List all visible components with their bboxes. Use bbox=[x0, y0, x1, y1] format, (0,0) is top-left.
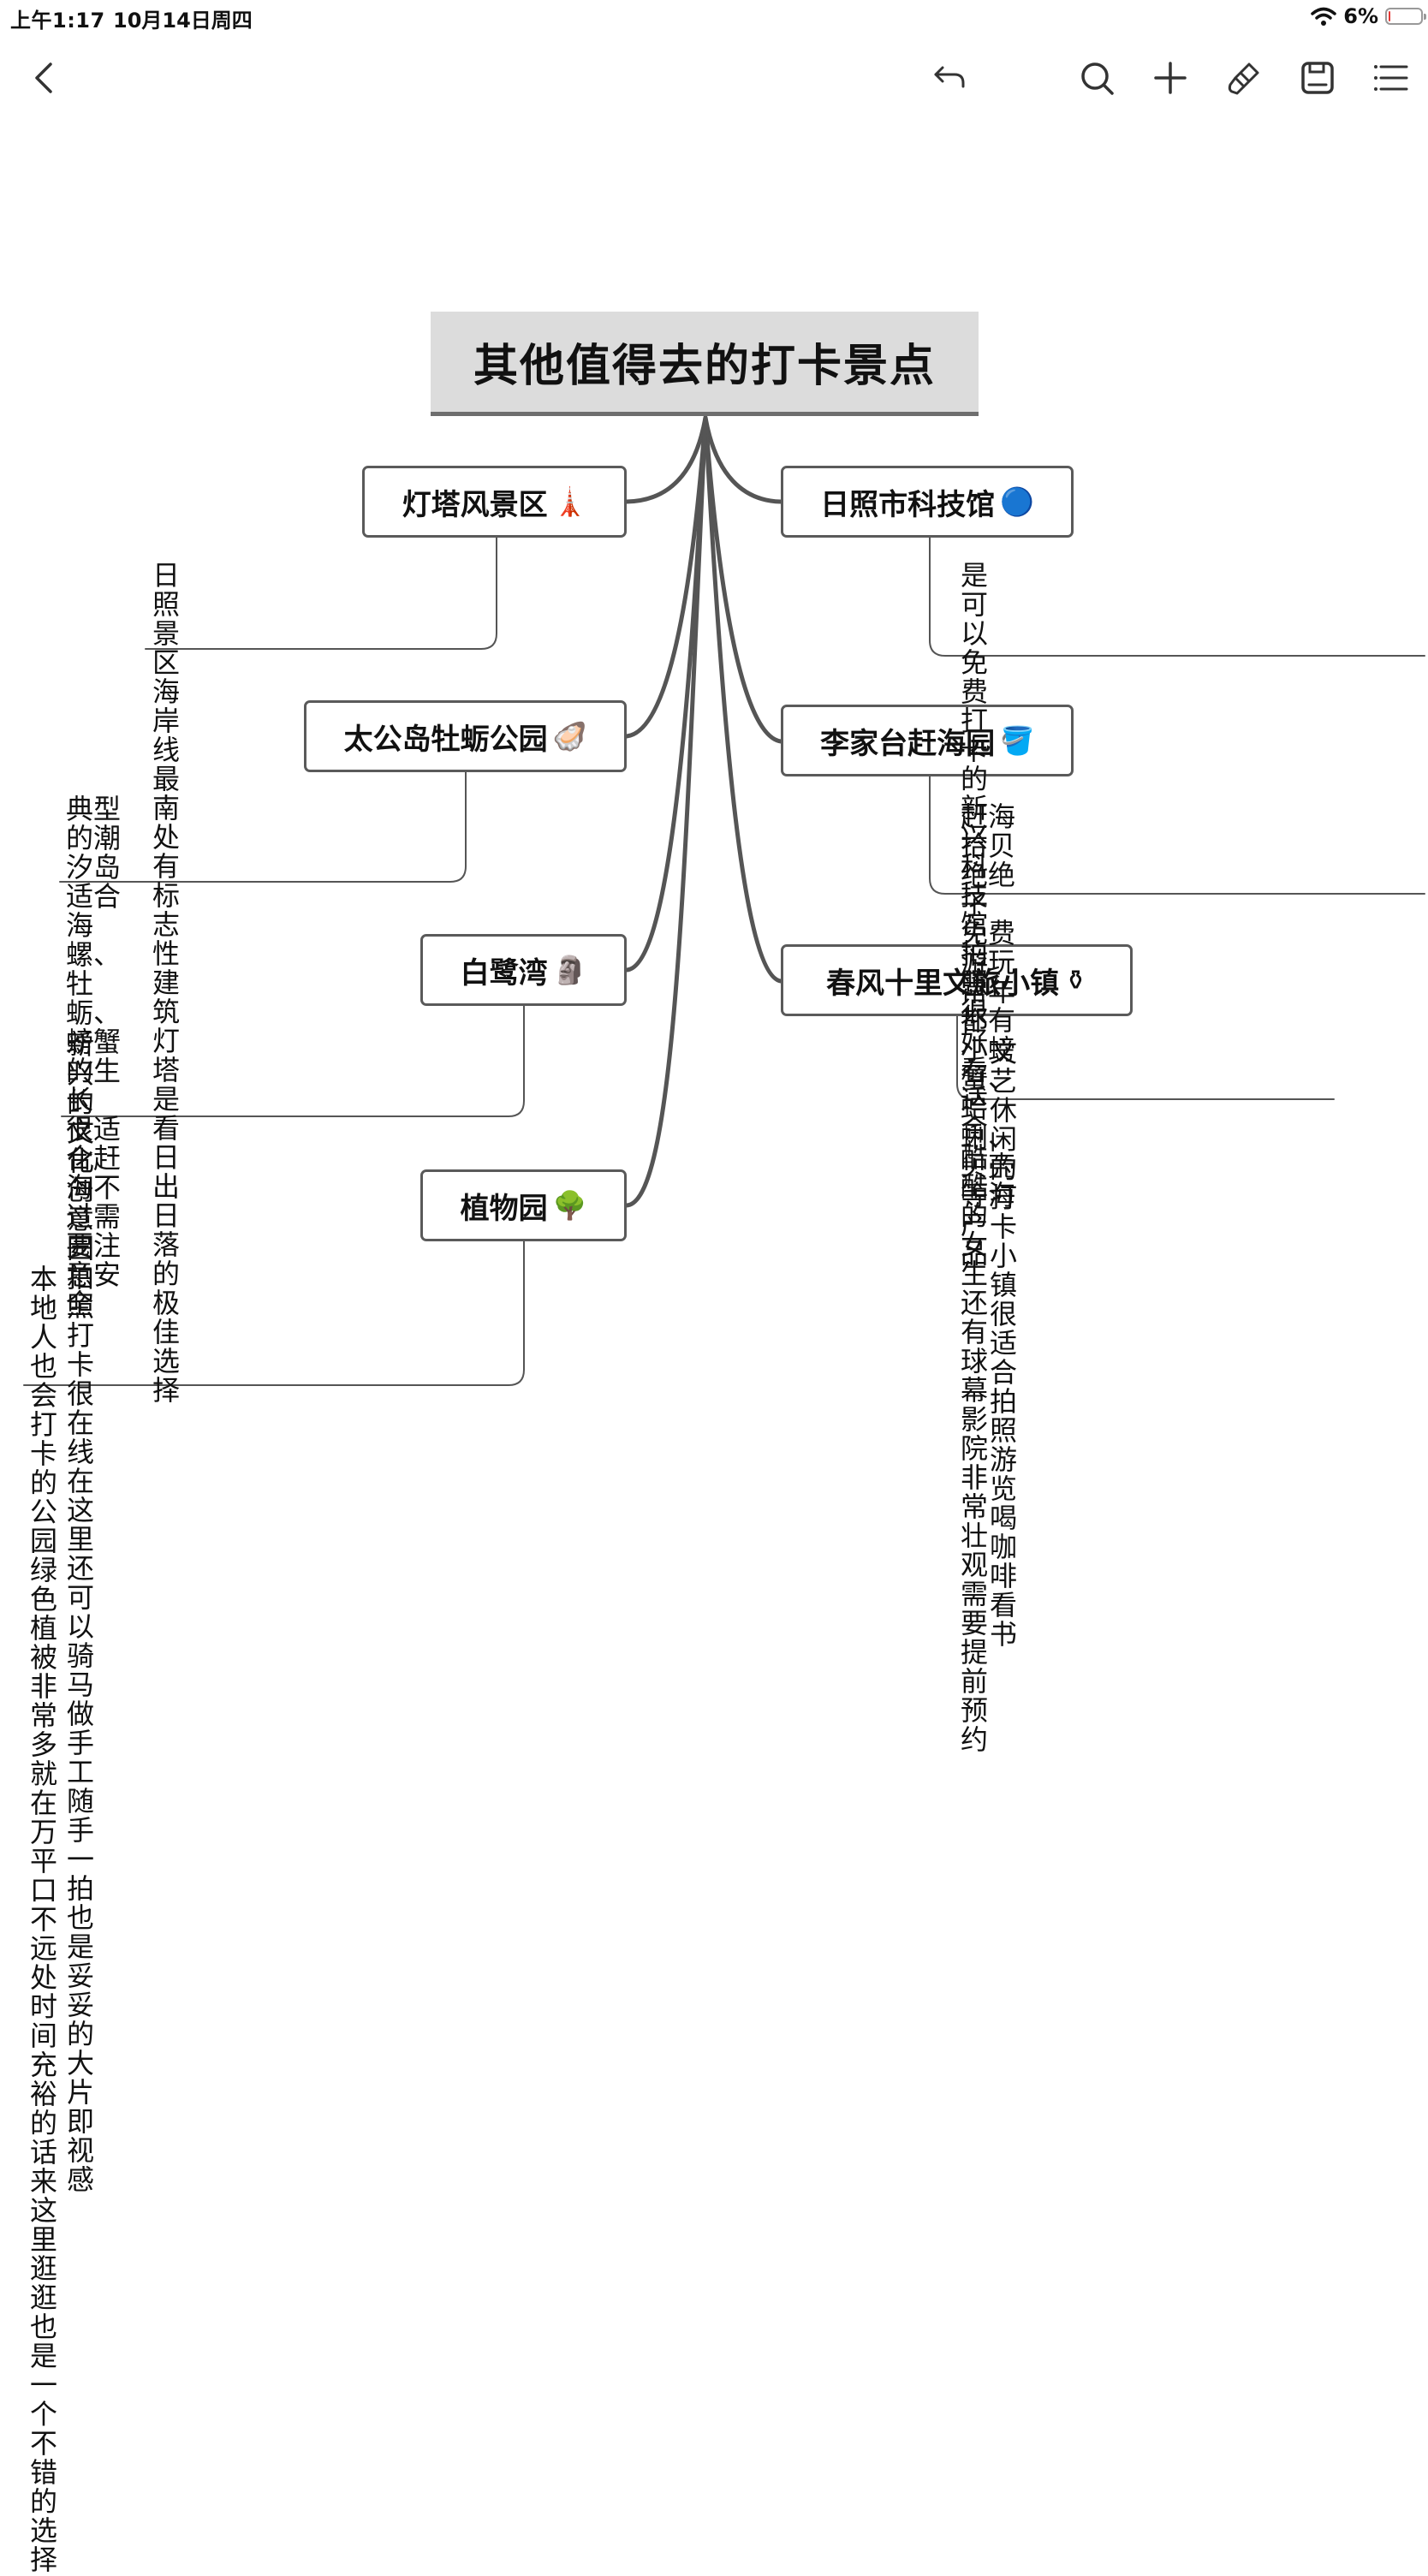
search-icon bbox=[1081, 62, 1114, 95]
link-root-science-museum bbox=[703, 415, 783, 504]
link-root-oyster-park bbox=[624, 415, 708, 739]
topic-oyster-park[interactable]: 太公岛牡蛎公园🦪 bbox=[304, 700, 627, 772]
undo-button[interactable] bbox=[925, 53, 974, 103]
topic-tidal-garden[interactable]: 李家台赶海园🪣 bbox=[781, 705, 1074, 776]
topic-egret-bay[interactable]: 白鹭湾🗿 bbox=[420, 934, 627, 1006]
status-indicators: 6% bbox=[1311, 3, 1426, 29]
note-egret-bay[interactable]: 新兴的文化创意园拍照打卡很在线 在这里还可以骑马做手工 随手一拍也是妥妥的大片即… bbox=[67, 1028, 95, 2196]
menu-button[interactable] bbox=[1366, 53, 1416, 103]
button-icon: 🔵 bbox=[1000, 485, 1034, 518]
topic-lighthouse[interactable]: 灯塔风景区🗼 bbox=[362, 466, 627, 538]
status-date: 10月14日周四 bbox=[113, 9, 253, 33]
save-icon bbox=[1301, 62, 1334, 94]
add-button[interactable] bbox=[1145, 53, 1195, 103]
link-root-spring-town bbox=[703, 415, 783, 984]
battery-fill bbox=[1389, 11, 1390, 21]
battery-percent: 6% bbox=[1343, 4, 1378, 28]
note-oyster-park[interactable]: 典型的潮汐岛 适合海螺、牡蛎、螃蟹的生长 很适合赶海不过需要注意安全 bbox=[66, 793, 122, 1320]
link-note-spring-town bbox=[956, 1015, 1335, 1100]
menu-icon bbox=[1374, 65, 1408, 91]
oyster-icon: 🦪 bbox=[552, 720, 587, 753]
back-button[interactable] bbox=[21, 53, 70, 103]
brush-icon bbox=[1228, 62, 1259, 95]
plus-icon bbox=[1154, 62, 1187, 94]
topic-botanical-garden[interactable]: 植物园🌳 bbox=[420, 1169, 627, 1241]
note-science-museum[interactable]: 是可以免费打卡的新兴科技馆 拍照很好看适合酷酷的女生 还有球幕影院非常壮观 需要… bbox=[961, 559, 989, 1756]
link-note-science-museum bbox=[929, 537, 1425, 657]
battery-icon bbox=[1385, 8, 1426, 25]
link-root-tidal-garden bbox=[703, 415, 783, 744]
save-button[interactable] bbox=[1293, 53, 1342, 103]
style-button[interactable] bbox=[1219, 53, 1269, 103]
note-botanical-garden[interactable]: 本地人也会打卡的公园 绿色植被非常多 就在万平口不远处 时间充裕的话来这里逛逛也… bbox=[30, 1263, 58, 2576]
moai-icon: 🗿 bbox=[552, 954, 587, 986]
topic-label: 白鹭湾 bbox=[460, 955, 548, 991]
link-note-egret-bay bbox=[61, 1005, 525, 1117]
link-note-oyster-park bbox=[59, 771, 467, 883]
topic-label: 植物园 bbox=[460, 1191, 548, 1226]
topic-label: 灯塔风景区 bbox=[402, 487, 548, 522]
topic-label: 李家台赶海园 bbox=[820, 726, 996, 761]
undo-icon bbox=[934, 66, 965, 88]
status-time: 上午1:17 bbox=[10, 9, 105, 33]
wifi-icon bbox=[1311, 7, 1336, 26]
topic-label: 春风十里文旅小镇 bbox=[826, 966, 1060, 1001]
link-note-tidal-garden bbox=[929, 776, 1425, 895]
topic-science-museum[interactable]: 日照市科技馆🔵 bbox=[781, 466, 1074, 538]
urn-icon: ⚱ bbox=[1064, 964, 1087, 996]
status-bar: 上午1:17 10月14日周四 6% bbox=[0, 0, 1428, 34]
search-button[interactable] bbox=[1072, 53, 1122, 103]
mindmap-connectors bbox=[23, 415, 1425, 1386]
tower-icon: 🗼 bbox=[552, 485, 587, 518]
note-tidal-garden[interactable]: 赶海拾贝绝绝子 免费游玩 常年都有小螃蟹、蛤蜊、贝壳等海产 品 bbox=[961, 800, 1016, 1270]
link-note-lighthouse bbox=[145, 537, 497, 650]
chevron-left-icon bbox=[35, 62, 52, 93]
topic-spring-town[interactable]: 春风十里文旅小镇⚱ bbox=[781, 944, 1133, 1016]
bucket-icon: 🪣 bbox=[1000, 724, 1034, 757]
topic-label: 日照市科技馆 bbox=[820, 487, 996, 522]
link-root-botanical-garden bbox=[624, 415, 708, 1208]
note-spring-town[interactable]: 文艺休闲的打卡小镇 很适合拍照游览喝咖啡看书 bbox=[990, 1036, 1018, 1651]
topic-label: 太公岛牡蛎公园 bbox=[343, 722, 548, 757]
root-topic[interactable]: 其他值得去的打卡景点 bbox=[431, 312, 979, 416]
tree-icon: 🌳 bbox=[552, 1189, 587, 1222]
link-note-botanical-garden bbox=[23, 1240, 525, 1386]
note-lighthouse[interactable]: 日照景区海岸线最南处 有标志性建筑灯塔 是看日出日落的极佳选择 bbox=[152, 559, 181, 1407]
link-root-lighthouse bbox=[624, 415, 708, 504]
